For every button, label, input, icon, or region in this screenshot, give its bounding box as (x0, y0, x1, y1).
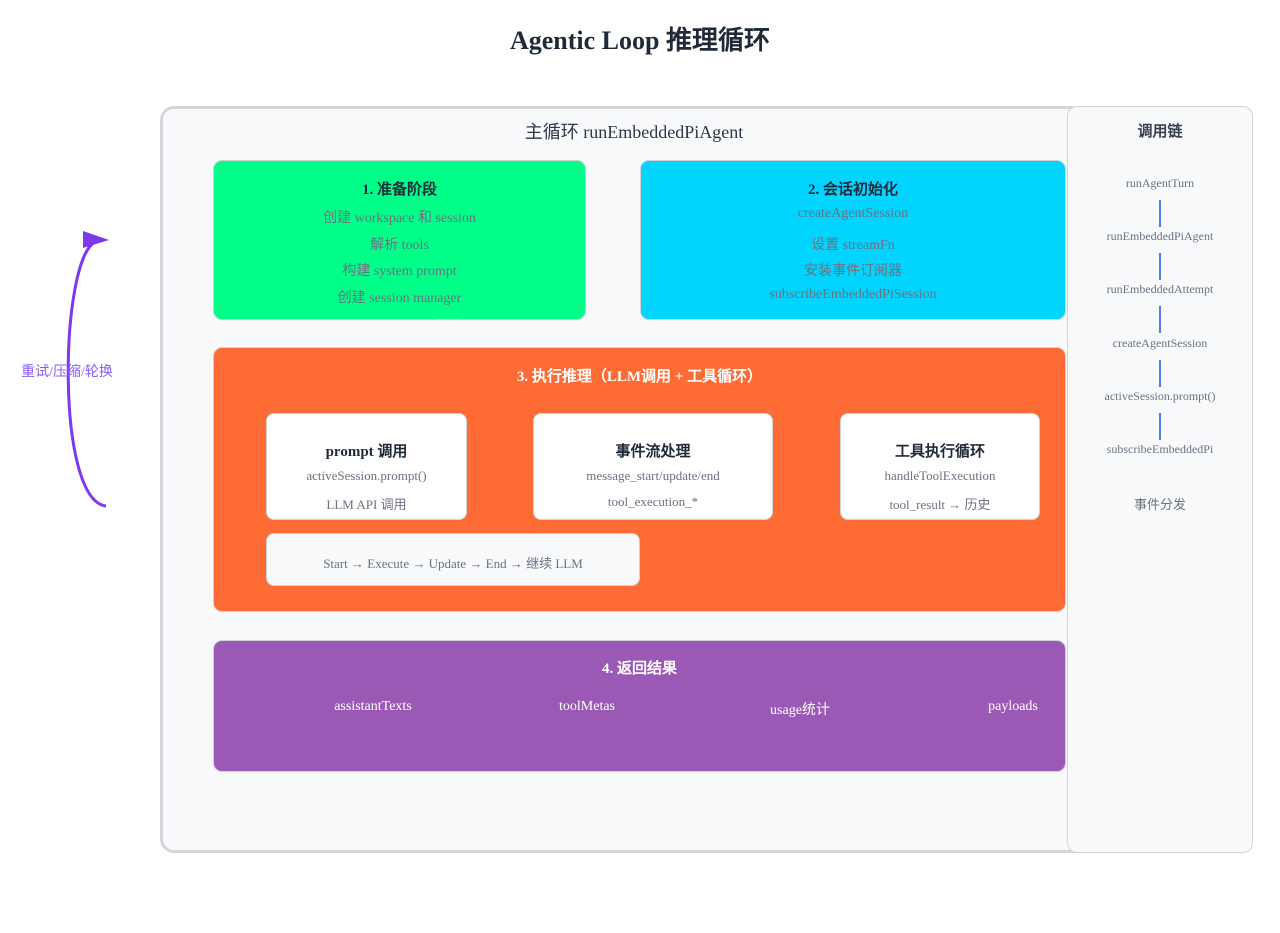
flow-box (266, 533, 640, 586)
card-prompt (266, 413, 467, 520)
main-loop-title: 主循环 runEmbeddedPiAgent (524, 122, 744, 142)
card-event-stream (533, 413, 773, 520)
callchain-panel (1067, 106, 1253, 853)
callchain-connector (1159, 413, 1161, 440)
callchain-connector (1159, 360, 1161, 387)
card-line: message_start/update/end (586, 468, 720, 483)
callchain-connector (1159, 306, 1161, 333)
result-item: toolMetas (559, 699, 615, 714)
loop-label: 重试/压缩/轮换 (21, 365, 113, 380)
result-item: usage统计 (770, 703, 830, 718)
card-title: 事件流处理 (615, 444, 691, 460)
stage-line: 构建 system prompt (342, 264, 457, 279)
stage-line: subscribeEmbeddedPiSession (769, 287, 937, 302)
callchain-connector (1159, 200, 1161, 227)
callchain-item: runEmbeddedPiAgent (1106, 229, 1214, 243)
result-item: assistantTexts (334, 699, 412, 714)
callchain-title: 调用链 (1137, 124, 1183, 140)
card-line: activeSession.prompt() (306, 468, 427, 483)
stage-prepare-title: 1. 准备阶段 (361, 182, 437, 198)
callchain-item: activeSession.prompt() (1104, 389, 1216, 403)
flow-text: Start → Execute → Update → End → 继续 LLM (323, 556, 583, 571)
card-title: 工具执行循环 (894, 444, 985, 460)
arrow-right-icon (83, 231, 109, 248)
stage-prepare (213, 160, 586, 320)
stage-result-title: 4. 返回结果 (601, 661, 677, 677)
stage-line: 设置 streamFn (811, 238, 895, 253)
callchain-item: createAgentSession (1112, 336, 1208, 350)
stage-line: 安装事件订阅器 (804, 264, 902, 279)
callchain-item: subscribeEmbeddedPi (1106, 442, 1214, 456)
card-line: handleToolExecution (884, 468, 996, 483)
stage-line: createAgentSession (797, 206, 909, 221)
stage-session-init (640, 160, 1066, 320)
callchain-item: 事件分发 (1133, 497, 1186, 512)
stage-execute-title: 3. 执行推理（LLM调用 + 工具循环） (516, 369, 763, 385)
card-title: prompt 调用 (325, 444, 408, 460)
card-line: tool_execution_* (607, 494, 699, 509)
card-tool-loop (840, 413, 1040, 520)
stage-result (213, 640, 1066, 772)
card-line: tool_result → 历史 (889, 497, 991, 512)
stage-line: 创建 session manager (337, 291, 462, 306)
callchain-item: runEmbeddedAttempt (1106, 282, 1214, 296)
diagram-title: Agentic Loop 推理循环 (509, 26, 770, 55)
stage-session-init-title: 2. 会话初始化 (807, 182, 898, 198)
card-line: LLM API 调用 (326, 497, 407, 512)
callchain-item: runAgentTurn (1125, 176, 1195, 190)
result-item: payloads (988, 699, 1038, 714)
stage-line: 解析 tools (370, 238, 429, 253)
callchain-connector (1159, 253, 1161, 280)
loop-arrow (66, 240, 107, 508)
stage-line: 创建 workspace 和 session (323, 211, 476, 226)
